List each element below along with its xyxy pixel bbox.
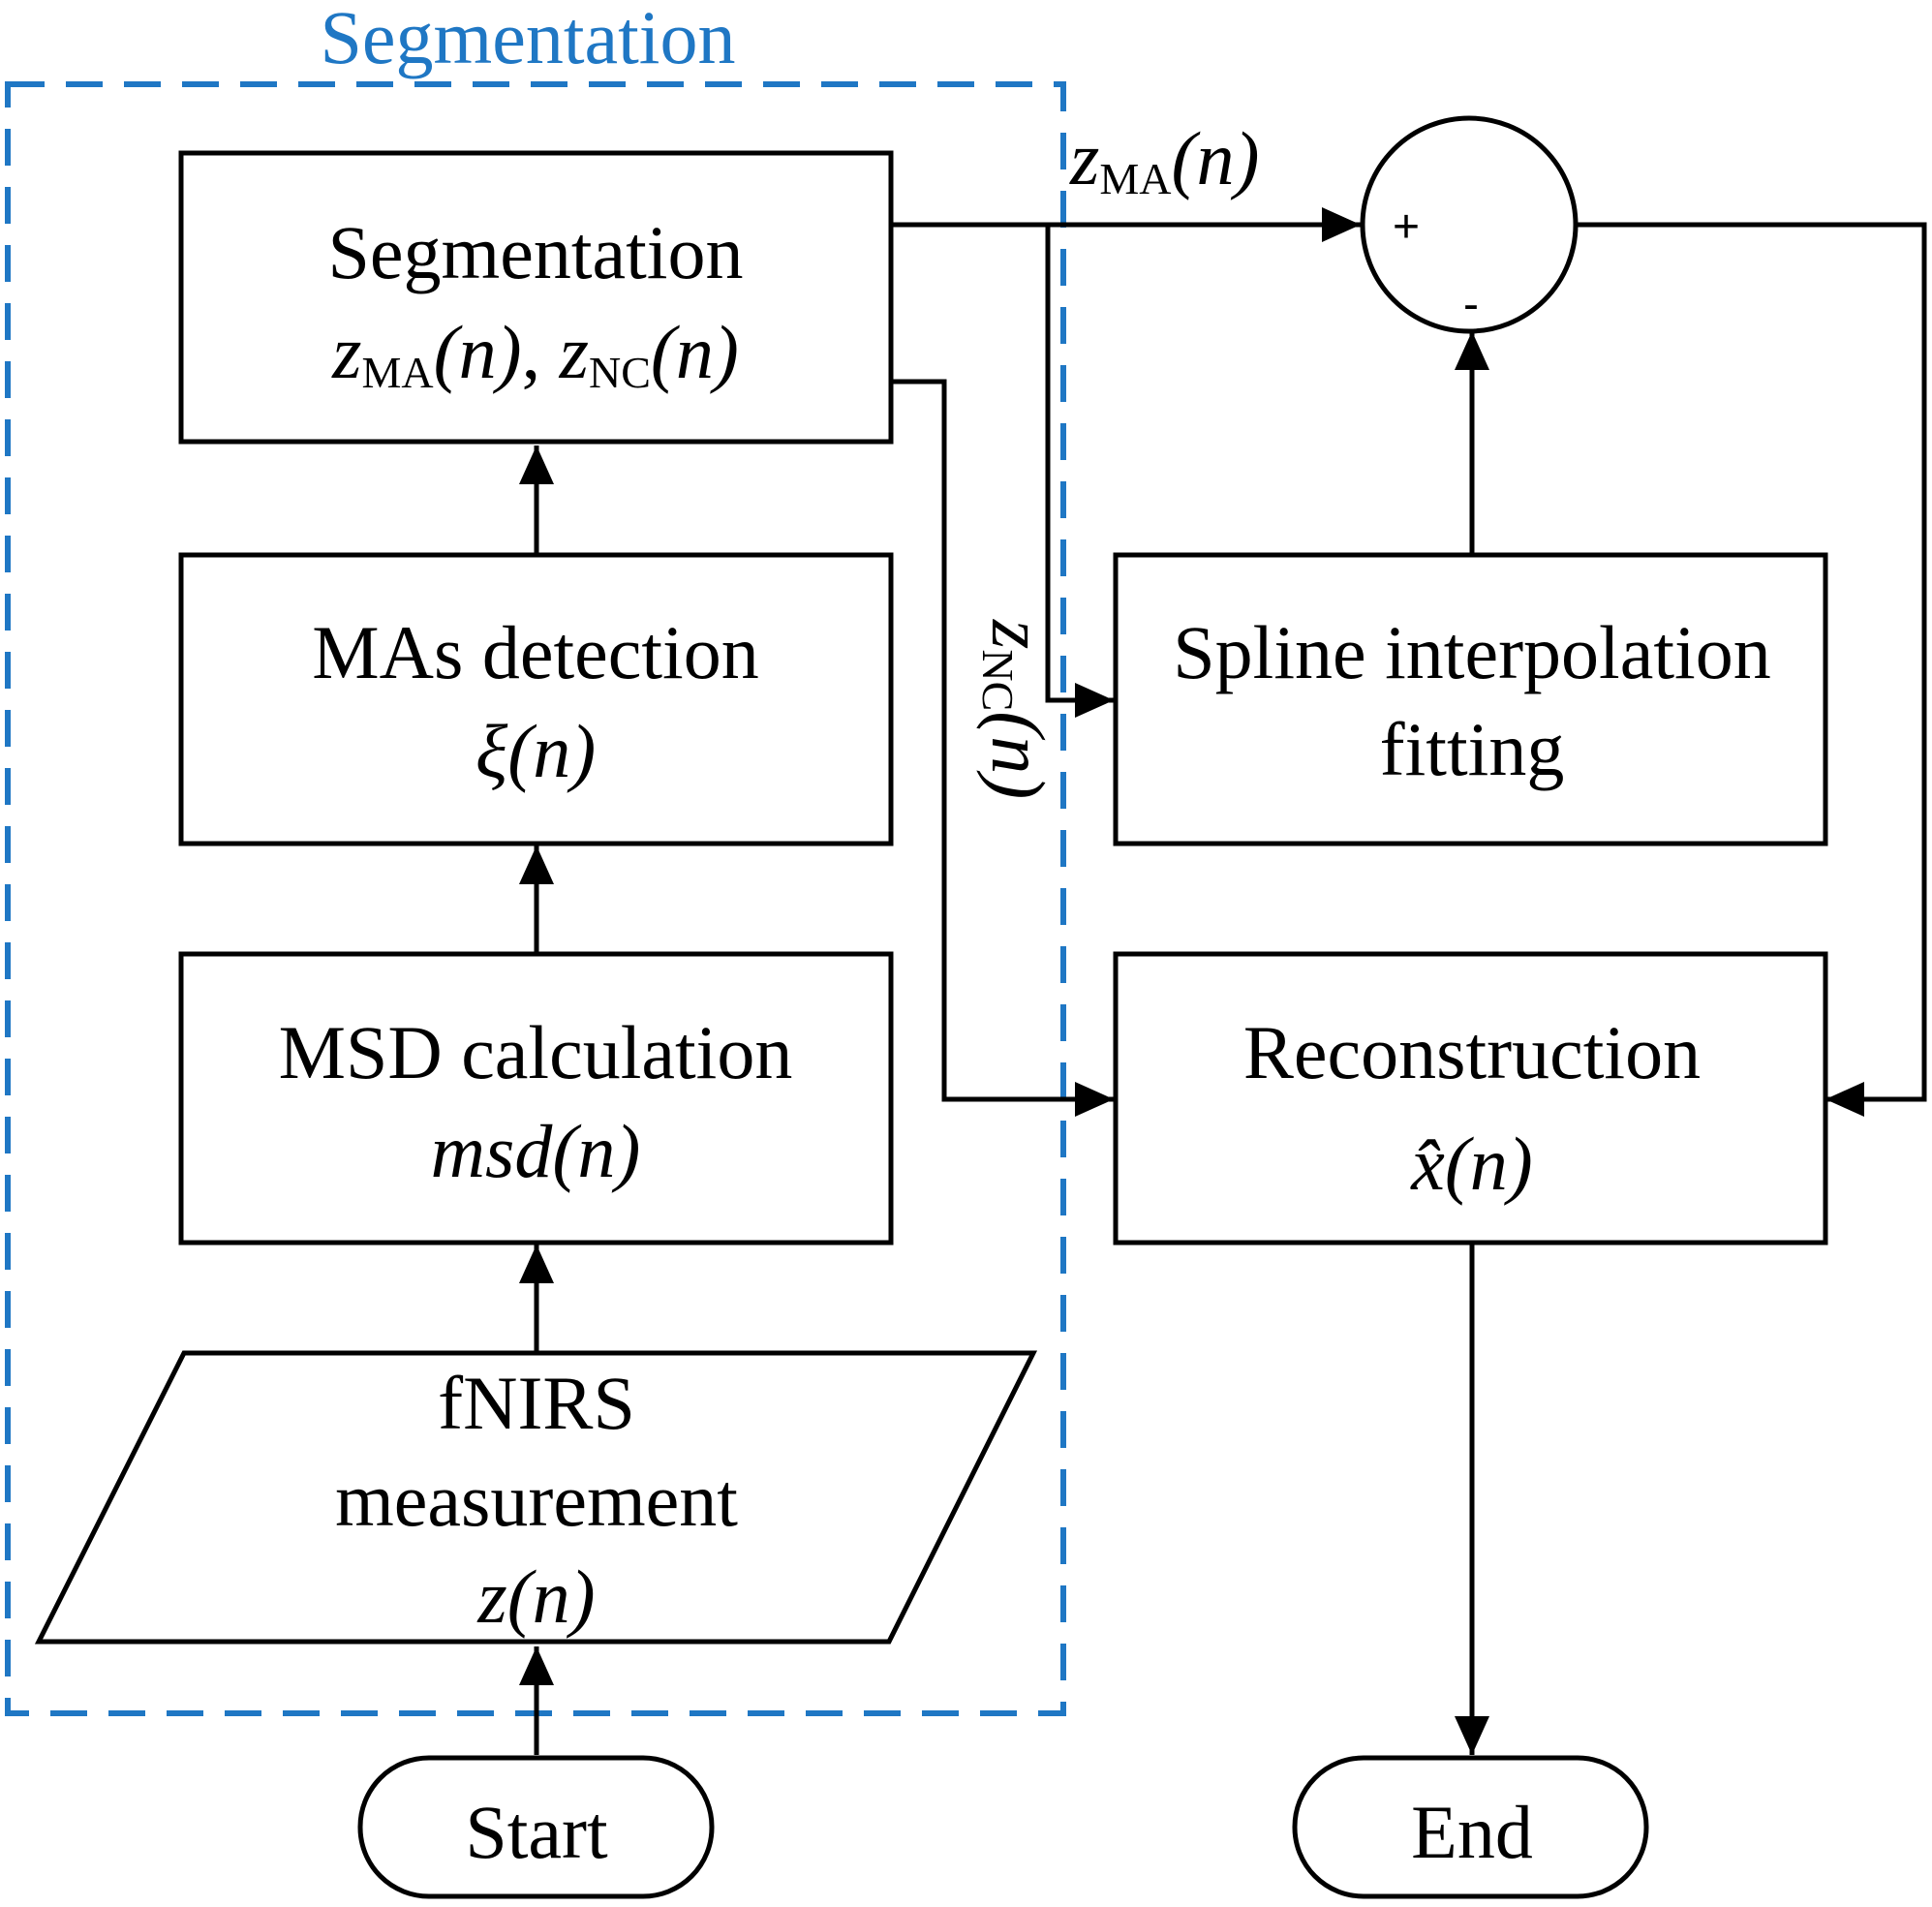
edge-label-zma: zMA(n) (1069, 116, 1259, 203)
junction-plus: + (1393, 201, 1420, 253)
junction-minus: - (1463, 279, 1479, 330)
fnirs-measurement-node (34, 1350, 1038, 1645)
segmentation-box (178, 150, 894, 445)
reconstruction-formula: x̂(n) (1410, 1122, 1533, 1206)
msd-calculation-title: MSD calculation (279, 1010, 793, 1094)
segmentation-box-formula: zMA(n), zNC(n) (331, 310, 739, 397)
spline-line2: fitting (1380, 707, 1565, 791)
edge-junction-to-reconstruction (1577, 222, 1927, 1117)
end-label: End (1411, 1790, 1533, 1874)
summing-junction (1360, 115, 1579, 334)
fnirs-line1: fNIRS (438, 1361, 635, 1445)
edge-label-znc: zNC(n) (973, 619, 1060, 799)
reconstruction-box (1113, 951, 1828, 1246)
segmentation-region-title: Segmentation (321, 0, 736, 79)
edge-znc-to-reconstruction (891, 379, 1114, 1117)
mas-detection-title: MAs detection (312, 610, 758, 694)
spline-interpolation-box (1113, 552, 1828, 846)
segmentation-box-title: Segmentation (328, 210, 744, 294)
reconstruction-title: Reconstruction (1243, 1010, 1701, 1094)
start-node (357, 1755, 715, 1899)
fnirs-line2: measurement (335, 1458, 738, 1542)
msd-calculation-formula: msd(n) (431, 1109, 641, 1193)
msd-calculation-box (178, 951, 894, 1246)
spline-line1: Spline interpolation (1173, 610, 1770, 694)
mas-detection-box (178, 552, 894, 846)
mas-detection-formula: ξ(n) (475, 709, 596, 793)
start-label: Start (465, 1790, 608, 1874)
fnirs-formula: z(n) (476, 1554, 595, 1639)
edge-zma-to-spline (1045, 225, 1114, 718)
end-node (1292, 1755, 1649, 1899)
